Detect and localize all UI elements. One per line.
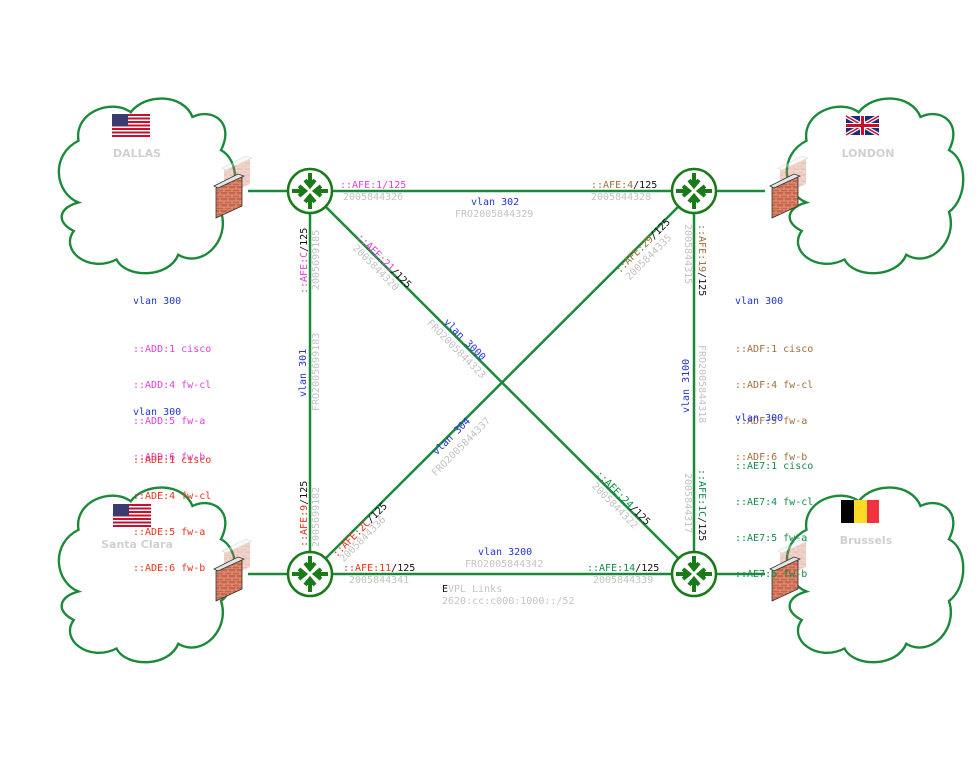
router-icon-london[interactable] bbox=[670, 167, 718, 215]
evpl-title-first: E bbox=[442, 584, 449, 595]
interface-prefix: ::AFE:1C bbox=[696, 469, 707, 518]
interface-prefix: ::AFE:9 bbox=[299, 504, 310, 547]
host-entry: ::ADE:6 fw-b bbox=[133, 563, 206, 574]
interface-suffix: /125 bbox=[382, 180, 407, 191]
circuit-id: FRO2005699183 bbox=[311, 332, 322, 411]
host-entry: ::AE7:1 cisco bbox=[735, 461, 814, 472]
interface-suffix: /125 bbox=[299, 480, 310, 505]
us-flag-icon bbox=[113, 504, 151, 527]
interface-label: ::AFE:14/125 bbox=[587, 563, 659, 575]
london-vlan-label: vlan 300 bbox=[735, 296, 784, 307]
interface-suffix: /125 bbox=[633, 180, 658, 191]
serial-number: 2005699185 bbox=[311, 229, 322, 290]
santa-clara-vlan-label: vlan 300 bbox=[133, 407, 182, 418]
interface-label: ::AFE:C/125 bbox=[299, 228, 311, 294]
interface-suffix: /125 bbox=[391, 563, 416, 574]
router-icon-dallas[interactable] bbox=[286, 167, 334, 215]
link-diag-up bbox=[325, 206, 679, 559]
circuit-id: FRO2005844318 bbox=[696, 345, 707, 424]
interface-label: ::AFE:11/125 bbox=[343, 563, 415, 575]
circuit-id: FRO2005844342 bbox=[465, 559, 544, 570]
interface-prefix: ::AFE:19 bbox=[696, 224, 707, 273]
host-entry: ::ADD:4 fw-cl bbox=[133, 380, 212, 391]
interface-label: ::AFE:9/125 bbox=[299, 481, 311, 547]
host-entry: ::ADE:4 fw-cl bbox=[133, 491, 212, 502]
interface-label: ::AFE:1/125 bbox=[340, 180, 406, 192]
london-host-list: ::ADF:1 cisco ::ADF:4 fw-cl ::ADF:5 fw-a… bbox=[735, 320, 813, 488]
dallas-host-list: ::ADD:1 cisco ::ADD:4 fw-cl ::ADD:5 fw-a… bbox=[133, 320, 211, 488]
interface-suffix: /125 bbox=[299, 227, 310, 252]
interface-suffix: /125 bbox=[696, 517, 707, 542]
host-entry: ::ADD:6 fw-b bbox=[133, 452, 206, 463]
dallas-vlan-label: vlan 300 bbox=[133, 296, 182, 307]
interface-label: ::AFE:4/125 bbox=[591, 180, 657, 192]
interface-prefix: ::AFE:1 bbox=[340, 180, 383, 191]
host-entry: ::ADF:6 fw-b bbox=[735, 452, 808, 463]
host-entry: ::ADF:1 cisco bbox=[735, 344, 814, 355]
vlan-label: vlan 3200 bbox=[478, 547, 533, 558]
host-entry: ::ADF:5 fw-a bbox=[735, 416, 808, 427]
serial-number: 2005844339 bbox=[593, 575, 654, 586]
router-icon-santa-clara[interactable] bbox=[286, 550, 334, 598]
interface-suffix: /125 bbox=[635, 563, 660, 574]
serial-number: 2005844315 bbox=[682, 224, 693, 285]
santa-clara-host-list: ::ADE:1 cisco ::ADE:4 fw-cl ::ADE:5 fw-a… bbox=[133, 431, 211, 599]
interface-prefix: ::AFE:11 bbox=[343, 563, 392, 574]
uk-flag-icon bbox=[845, 114, 880, 137]
site-name-london: LONDON bbox=[841, 147, 895, 160]
host-entry: ::ADD:1 cisco bbox=[133, 344, 212, 355]
interface-prefix: ::AFE:14 bbox=[587, 563, 636, 574]
evpl-title-rest: VPL Links bbox=[448, 584, 503, 595]
circuit-id: FRO2005844329 bbox=[455, 209, 534, 220]
host-entry: ::ADE:1 cisco bbox=[133, 455, 212, 466]
evpl-title: EVPL Links bbox=[442, 584, 502, 596]
us-flag-icon bbox=[112, 114, 150, 137]
site-name-santa-clara: Santa Clara bbox=[101, 538, 173, 551]
host-entry: ::ADF:4 fw-cl bbox=[735, 380, 814, 391]
serial-number: 2005844326 bbox=[343, 192, 404, 203]
interface-label: ::AFE:1C/125 bbox=[695, 469, 707, 541]
serial-number: 2005844328 bbox=[591, 192, 652, 203]
serial-number: 2005699182 bbox=[311, 486, 322, 547]
interface-prefix: ::AFE:C bbox=[299, 251, 310, 294]
vlan-label: vlan 301 bbox=[298, 348, 309, 397]
host-entry: ::ADD:5 fw-a bbox=[133, 416, 206, 427]
host-entry: ::AE7:6 fw-b bbox=[735, 569, 808, 580]
serial-number: 2005844317 bbox=[682, 473, 693, 534]
interface-prefix: ::AFE:4 bbox=[591, 180, 634, 191]
brussels-host-list: ::AE7:1 cisco ::AE7:4 fw-cl ::AE7:5 fw-a… bbox=[735, 437, 813, 605]
vlan-label: vlan 3100 bbox=[681, 358, 692, 413]
router-icon-brussels[interactable] bbox=[670, 550, 718, 598]
belgium-flag-icon bbox=[841, 500, 879, 523]
host-entry: ::AE7:4 fw-cl bbox=[735, 497, 814, 508]
serial-number: 2005844341 bbox=[349, 575, 410, 586]
host-entry: ::ADE:5 fw-a bbox=[133, 527, 206, 538]
vlan-label: vlan 302 bbox=[471, 197, 520, 208]
host-entry: ::AE7:5 fw-a bbox=[735, 533, 808, 544]
interface-label: ::AFE:19/125 bbox=[695, 224, 707, 296]
interface-suffix: /125 bbox=[696, 272, 707, 297]
brussels-vlan-label: vlan 300 bbox=[735, 413, 784, 424]
site-name-brussels: Brussels bbox=[839, 534, 893, 547]
site-name-dallas: DALLAS bbox=[112, 147, 162, 160]
evpl-prefix: 2620:cc:c000:1000::/52 bbox=[442, 596, 575, 607]
